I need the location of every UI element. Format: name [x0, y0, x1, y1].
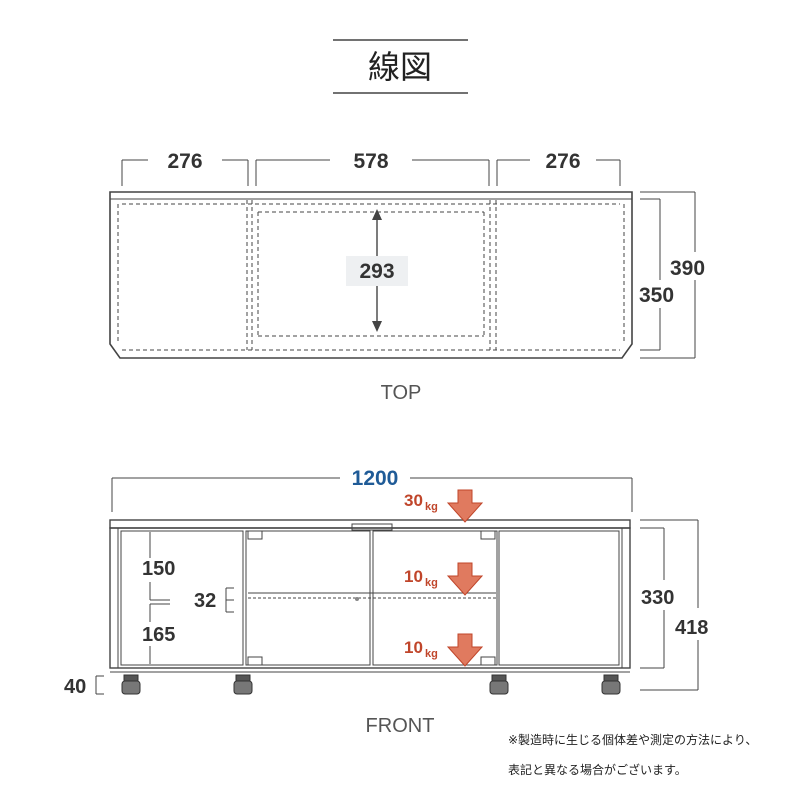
dim-right-width: 276	[545, 150, 580, 173]
svg-text:kg: kg	[425, 648, 438, 660]
dim-left-width: 276	[167, 150, 202, 173]
note-line-1: ※製造時に生じる個体差や測定の方法により、	[508, 732, 757, 747]
front-view-label: FRONT	[366, 715, 435, 737]
page-title: 線図	[368, 49, 432, 85]
dim-inner-height: 330	[641, 587, 674, 609]
svg-text:10: 10	[404, 567, 423, 586]
top-view-label: TOP	[381, 382, 422, 404]
dim-shelf-gap: 32	[194, 590, 216, 612]
dim-center-depth: 293	[359, 260, 394, 283]
dim-depth-outer: 390	[670, 257, 705, 280]
dim-center-width: 578	[353, 150, 388, 173]
dim-depth-inner: 350	[639, 284, 674, 307]
load-label: 30 kg	[404, 491, 438, 513]
svg-text:kg: kg	[425, 577, 438, 589]
top-view	[109, 159, 696, 359]
center-depth-label-bg	[346, 256, 408, 286]
load-arrows	[446, 489, 484, 667]
down-arrow-icon	[446, 489, 484, 523]
note-line-2: 表記と異なる場合がございます。	[508, 762, 687, 777]
front-view	[95, 477, 699, 695]
svg-text:kg: kg	[425, 501, 438, 513]
dim-upper-height: 150	[142, 558, 175, 580]
title-block: 線図	[333, 39, 468, 94]
caster-icon	[121, 674, 141, 695]
caster-icon	[601, 674, 621, 695]
load-label: 10 kg	[404, 567, 438, 589]
down-arrow-icon	[446, 633, 484, 667]
load-label: 10 kg	[404, 638, 438, 660]
svg-text:10: 10	[404, 638, 423, 657]
dim-total-height: 418	[675, 617, 708, 639]
dim-total-width: 1200	[352, 467, 399, 490]
caster-icon	[489, 674, 509, 695]
svg-text:30: 30	[404, 491, 423, 510]
casters	[121, 674, 621, 695]
caster-icon	[233, 674, 253, 695]
dim-lower-height: 165	[142, 624, 175, 646]
down-arrow-icon	[446, 562, 484, 596]
dim-caster-height: 40	[64, 676, 86, 698]
